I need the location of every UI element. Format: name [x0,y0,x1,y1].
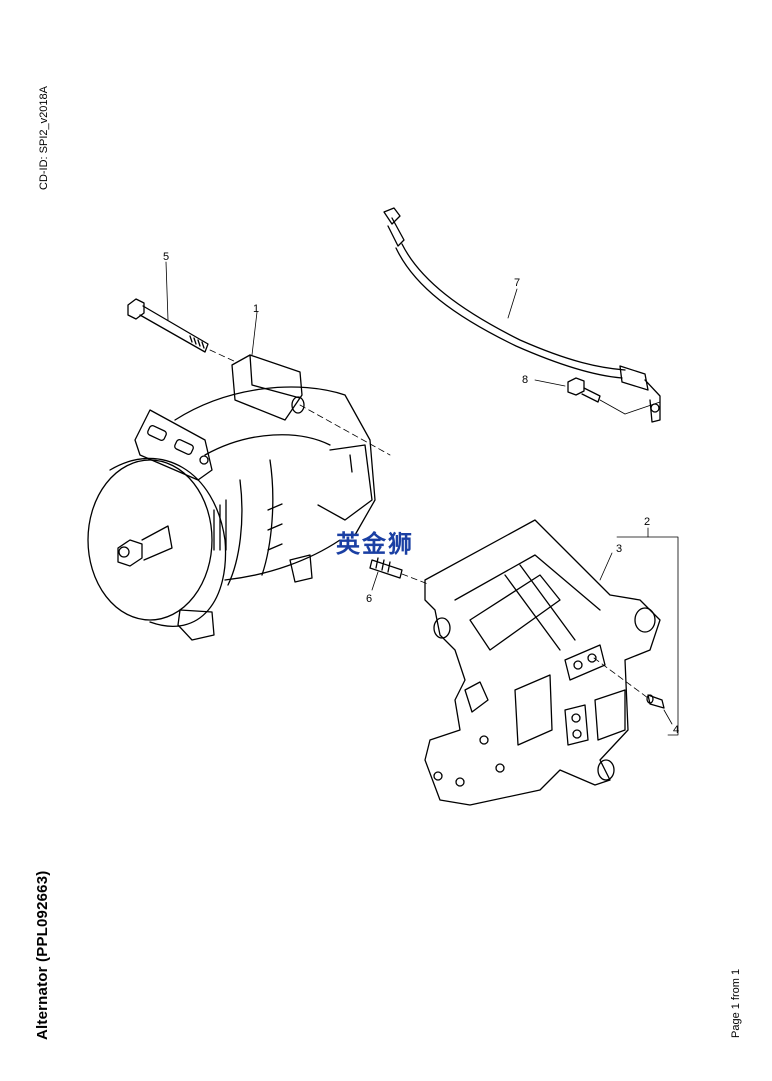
leader-2-bracket [616,536,679,736]
leader-1 [251,311,258,356]
leader-6 [371,571,379,591]
leader-8 [534,379,566,387]
leader-4 [663,709,673,725]
bolt-part-5 [127,298,209,353]
screw-part-8 [567,377,601,403]
callout-2: 2 [644,516,650,528]
callout-4: 4 [673,724,679,736]
alternator-part-1 [87,354,376,641]
dowel-part-4 [646,694,665,709]
callout-6: 6 [366,593,372,605]
leader-3 [599,552,613,581]
callout-5: 5 [163,251,169,263]
leader-7 [507,288,518,319]
callout-1: 1 [253,303,259,315]
callout-8: 8 [522,374,528,386]
watermark-text: 英金狮 [336,530,414,558]
callout-3: 3 [616,543,622,555]
leader-5 [165,261,169,321]
cable-part-7 [383,207,661,423]
stud-part-6 [369,557,403,579]
callout-7: 7 [514,277,520,289]
bracket-part-3 [424,519,661,806]
